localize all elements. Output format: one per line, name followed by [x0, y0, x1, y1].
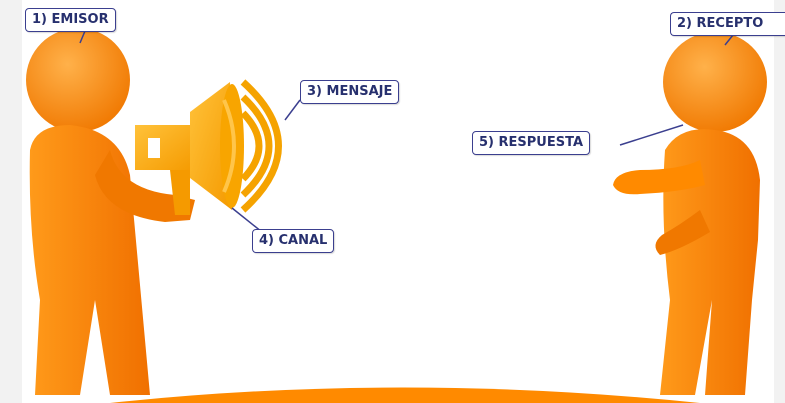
emisor-arm [95, 150, 195, 222]
label-emisor: 1) EMISOR [25, 8, 116, 32]
receptor-body [660, 129, 760, 395]
connector-canal [231, 207, 263, 233]
connector-mensaje [284, 99, 301, 121]
receptor-head [663, 32, 767, 132]
label-mensaje: 3) MENSAJE [300, 80, 400, 104]
label-canal: 4) CANAL [252, 229, 335, 253]
connector-receptor [724, 34, 734, 46]
connector-emisor [79, 30, 86, 44]
connector-respuesta [619, 124, 684, 146]
receptor-figure [613, 32, 767, 395]
label-receptor: 2) RECEPTO [670, 12, 785, 36]
emisor-head [26, 28, 130, 132]
emisor-figure [26, 28, 195, 395]
label-respuesta: 5) RESPUESTA [472, 131, 591, 155]
receptor-arm-lower [655, 210, 710, 255]
connector-lines [79, 30, 734, 233]
sound-waves-icon [240, 79, 282, 213]
receptor-arm-upper [613, 160, 705, 195]
megaphone-icon [135, 82, 244, 215]
ground-arc [110, 387, 700, 403]
